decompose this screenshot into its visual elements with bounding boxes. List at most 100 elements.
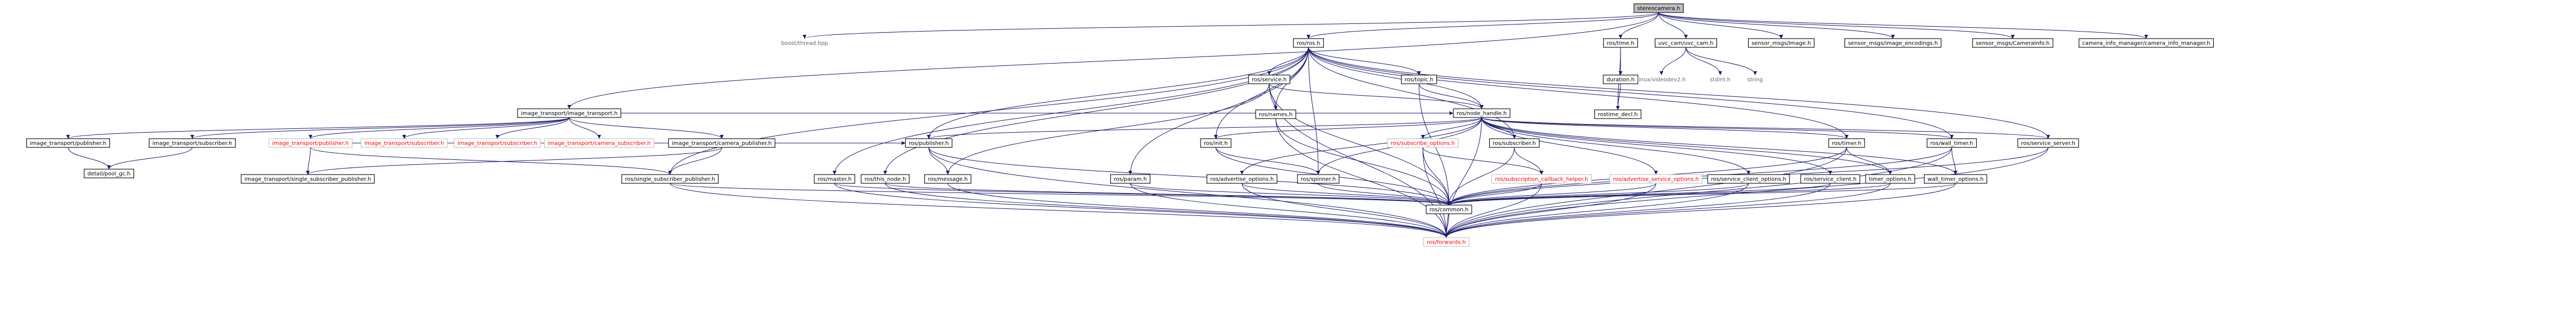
dependency-edge: [1422, 147, 1448, 238]
header-node-it-pub-a[interactable]: image_transport/publisher.h: [26, 138, 110, 148]
header-node-ros-thisnode[interactable]: ros/this_node.h: [861, 174, 910, 184]
header-node-ros-sc[interactable]: ros/service_client.h: [1800, 174, 1860, 184]
dependency-edge: [1418, 83, 1484, 109]
header-node-ros-advsrv[interactable]: ros/advertise_service_options.h: [1609, 174, 1703, 184]
header-node-ros-names[interactable]: ros/names.h: [1255, 109, 1296, 119]
dependency-edge: [1422, 147, 1544, 175]
dependency-edge: [402, 117, 570, 139]
node-label: ros/service_server.h: [2021, 141, 2075, 147]
node-box: [1426, 205, 1472, 214]
node-box: [1293, 38, 1324, 48]
dependency-edge: [1658, 12, 1895, 39]
header-node-ros-forwards[interactable]: ros/forwards.h: [1423, 237, 1470, 247]
header-node-ros-adv-opts[interactable]: ros/advertise_options.h: [1207, 174, 1277, 184]
node-label: ros/names.h: [1259, 112, 1293, 118]
header-node-rostime-decl[interactable]: rostime_decl.h: [1594, 109, 1642, 119]
node-label: ros/publisher.h: [909, 141, 949, 147]
node-label: ros/time.h: [1607, 41, 1635, 47]
dependency-edge: [928, 147, 1451, 206]
dependency-edge: [1306, 12, 1659, 39]
header-node-sm-caminfo[interactable]: sensor_msgs/CameraInfo.h: [1972, 38, 2054, 48]
header-node-ros-service[interactable]: ros/service.h: [1248, 75, 1290, 84]
node-box: [1453, 108, 1511, 118]
dependency-edge: [885, 183, 1448, 238]
header-node-ros-topic[interactable]: ros/topic.h: [1401, 75, 1437, 84]
dependency-edge: [1447, 183, 1831, 206]
dependency-edge: [1951, 147, 1958, 175]
dependency-edge: [1444, 183, 1891, 238]
header-node-wt-opts[interactable]: wall_timer_options.h: [1923, 174, 1988, 184]
node-box: [814, 174, 855, 184]
header-node-ros-spinner[interactable]: ros/spinner.h: [1297, 174, 1339, 184]
header-node-it-camsub[interactable]: image_transport/camera_subscriber.h: [544, 138, 655, 148]
header-node-ros-param[interactable]: ros/param.h: [1110, 174, 1150, 184]
header-node-ros-ros[interactable]: ros/ros.h: [1293, 38, 1324, 48]
dependency-edge: [1514, 147, 1544, 175]
header-node-ros-sc-opts[interactable]: ros/service_client_options.h: [1707, 174, 1790, 184]
header-node-stdint: stdint.h: [1710, 77, 1731, 83]
header-node-stereocamera[interactable]: stereocamera.h: [1634, 3, 1684, 13]
header-node-ros-timer[interactable]: ros/timer.h: [1828, 138, 1865, 148]
dependency-edge: [1422, 147, 1451, 206]
header-node-ros-init[interactable]: ros/init.h: [1200, 138, 1232, 148]
node-box: [517, 108, 622, 118]
dependency-edge: [569, 117, 724, 139]
header-node-cim[interactable]: camera_info_manager/camera_info_manager.…: [2079, 38, 2214, 48]
dependency-edge: [1130, 183, 1448, 238]
dependency-edge: [668, 147, 722, 175]
node-label: image_transport/publisher.h: [30, 141, 107, 147]
header-node-ros-ssp[interactable]: ros/single_subscriber_publisher.h: [621, 174, 719, 184]
dependency-edge: [1240, 117, 1482, 175]
dependency-edge: [1481, 117, 2050, 139]
dependency-edge: [1128, 47, 1309, 175]
header-node-ros-master[interactable]: ros/master.h: [814, 174, 855, 184]
header-node-string: string: [1747, 77, 1763, 83]
header-node-it-sub-a[interactable]: image_transport/subscriber.h: [149, 138, 236, 148]
dependency-edge: [310, 147, 672, 175]
header-node-ros-nh[interactable]: ros/node_handle.h: [1453, 108, 1511, 118]
node-box: [544, 138, 655, 148]
node-label: ros/advertise_options.h: [1210, 177, 1274, 183]
dependency-edge: [1481, 117, 1849, 139]
node-box: [1865, 174, 1915, 184]
header-node-sm-enc[interactable]: sensor_msgs/image_encodings.h: [1844, 38, 1941, 48]
node-label: ros/ros.h: [1296, 41, 1320, 47]
header-node-uvc-cam[interactable]: uvc_cam/uvc_cam.h: [1654, 38, 1718, 48]
header-node-ros-publisher[interactable]: ros/publisher.h: [905, 138, 953, 148]
dependency-edge: [306, 147, 722, 175]
dependency-edge: [1481, 117, 1832, 175]
header-node-duration[interactable]: duration.h: [1603, 75, 1639, 84]
header-node-ros-common[interactable]: ros/common.h: [1426, 205, 1472, 214]
node-label: sensor_msgs/Image.h: [1752, 41, 1811, 47]
node-label: sensor_msgs/image_encodings.h: [1848, 41, 1938, 47]
node-box: [1387, 138, 1459, 148]
header-node-ros-time[interactable]: ros/time.h: [1603, 38, 1638, 48]
header-node-ros-subscriber[interactable]: ros/subscriber.h: [1489, 138, 1540, 148]
header-node-ros-srvserver[interactable]: ros/service_server.h: [2017, 138, 2079, 148]
header-node-ros-sub-opts[interactable]: ros/subscribe_options.h: [1387, 138, 1459, 148]
header-node-it-ssp[interactable]: image_transport/single_subscriber_publis…: [241, 174, 375, 184]
header-node-it-pub-b[interactable]: image_transport/publisher.h: [269, 138, 352, 148]
header-node-ros-subcb[interactable]: ros/subscription_callback_helper.h: [1491, 174, 1592, 184]
header-node-it-it[interactable]: image_transport/image_transport.h: [517, 108, 622, 118]
header-node-timer-opts[interactable]: timer_options.h: [1865, 174, 1915, 184]
node-box: [1603, 75, 1639, 84]
header-node-it-campub[interactable]: image_transport/camera_publisher.h: [668, 138, 776, 148]
dependency-edge: [1267, 47, 1309, 76]
dependency-edge: [1308, 47, 1484, 109]
header-node-ros-walltimer[interactable]: ros/wall_timer.h: [1927, 138, 1977, 148]
node-label: ros/wall_timer.h: [1931, 141, 1974, 147]
dependency-edge: [1447, 183, 1657, 206]
header-node-ros-message[interactable]: ros/message.h: [924, 174, 972, 184]
header-node-boost-thread: boost/thread.hpp: [781, 41, 828, 47]
node-box: [83, 169, 135, 178]
header-node-detail-gc[interactable]: detail/pool_gc.h: [83, 169, 135, 178]
dependency-edge: [1685, 47, 1757, 76]
node-box: [454, 138, 541, 148]
edge-layer: [66, 12, 2148, 238]
header-node-it-sub-b[interactable]: image_transport/subscriber.h: [361, 138, 448, 148]
header-node-sm-image[interactable]: sensor_msgs/Image.h: [1748, 38, 1814, 48]
dependency-edge: [883, 47, 1309, 175]
header-node-it-sub-c[interactable]: image_transport/subscriber.h: [454, 138, 541, 148]
